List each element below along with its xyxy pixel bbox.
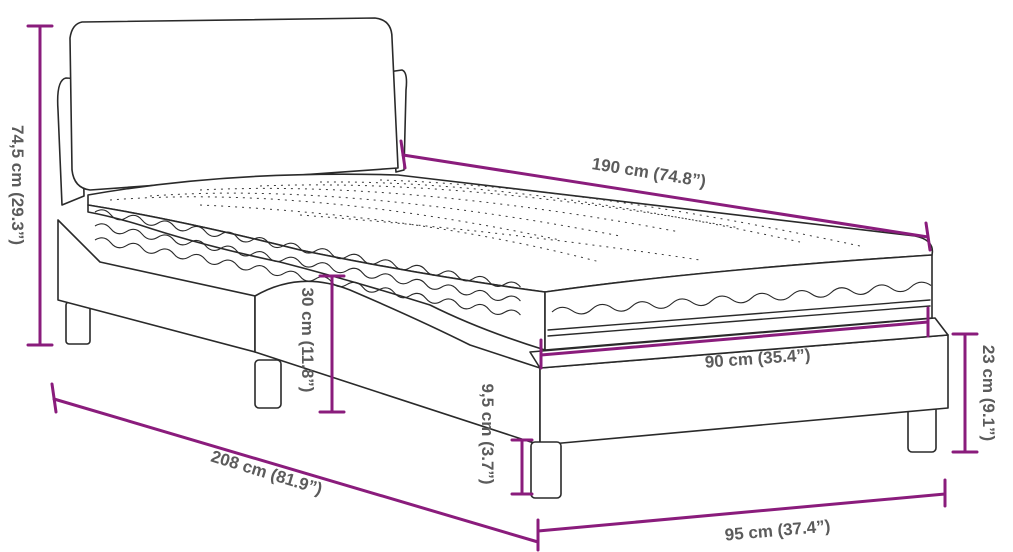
dim-line-length <box>401 153 930 239</box>
side-rail-front <box>254 280 541 446</box>
leg-front-left <box>254 359 282 409</box>
dim-line-width <box>539 320 930 357</box>
label-total-width: 95 cm (37.4”) <box>724 516 831 544</box>
dimension-labels: 74,5 cm (29.3”) 190 cm (74.8”) 208 cm (8… <box>8 125 998 545</box>
dim-line-total-length <box>52 397 540 544</box>
leg-front-right <box>530 441 562 499</box>
dim-line-total-width <box>536 492 947 533</box>
headboard <box>69 17 399 191</box>
label-frame-height: 23 cm (9.1”) <box>979 345 998 441</box>
dimension-lines <box>26 24 979 552</box>
label-length: 190 cm (74.8”) <box>590 154 707 191</box>
label-headboard-height: 74,5 cm (29.3”) <box>8 125 27 245</box>
bed-illustration <box>56 17 949 499</box>
mattress-side <box>87 204 546 351</box>
label-side-height: 30 cm (11.8”) <box>298 288 317 393</box>
label-clearance: 9,5 cm (3.7”) <box>478 383 497 484</box>
